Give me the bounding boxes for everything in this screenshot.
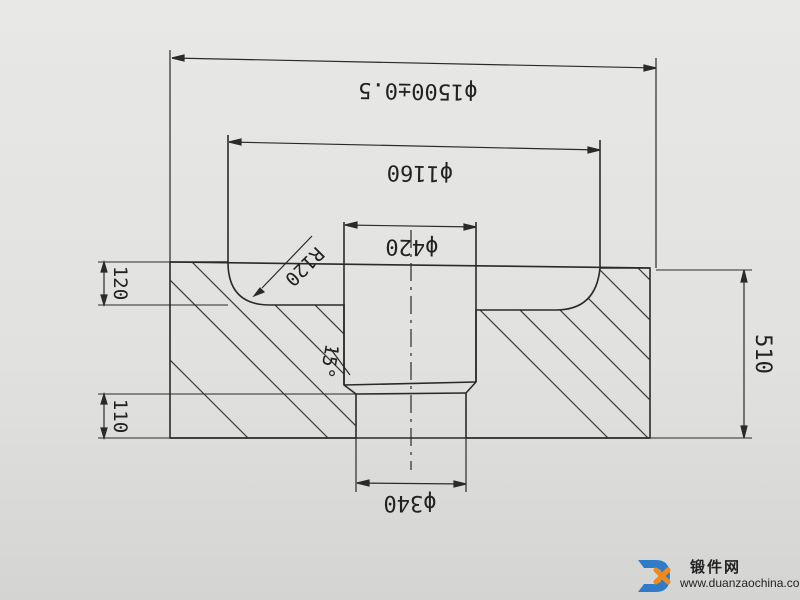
part-outline — [169, 50, 657, 492]
outer-diameter-label: ϕ1500±0.5 — [358, 77, 478, 104]
bottom-step-height-label: 110 — [109, 399, 131, 433]
watermark-name: 锻件网 — [690, 558, 742, 576]
bore-diameter-label: ϕ420 — [385, 234, 438, 260]
recess-depth-label: 120 — [109, 266, 131, 300]
recess-diameter-label: ϕ1160 — [387, 159, 454, 185]
duanzao-logo-icon — [638, 560, 671, 592]
chamfer-angle-label: 15° — [315, 342, 343, 380]
total-height-label: 510 — [750, 334, 775, 374]
fillet-radius-label: R120 — [280, 242, 328, 290]
dimension-lines — [98, 54, 752, 488]
hatch-right — [466, 268, 650, 438]
watermark-url: www.duanzaochina.com — [680, 576, 800, 590]
watermark-logo: 锻件网 www.duanzaochina.com — [630, 552, 800, 600]
bottom-bore-diameter-label: ϕ340 — [384, 490, 437, 515]
